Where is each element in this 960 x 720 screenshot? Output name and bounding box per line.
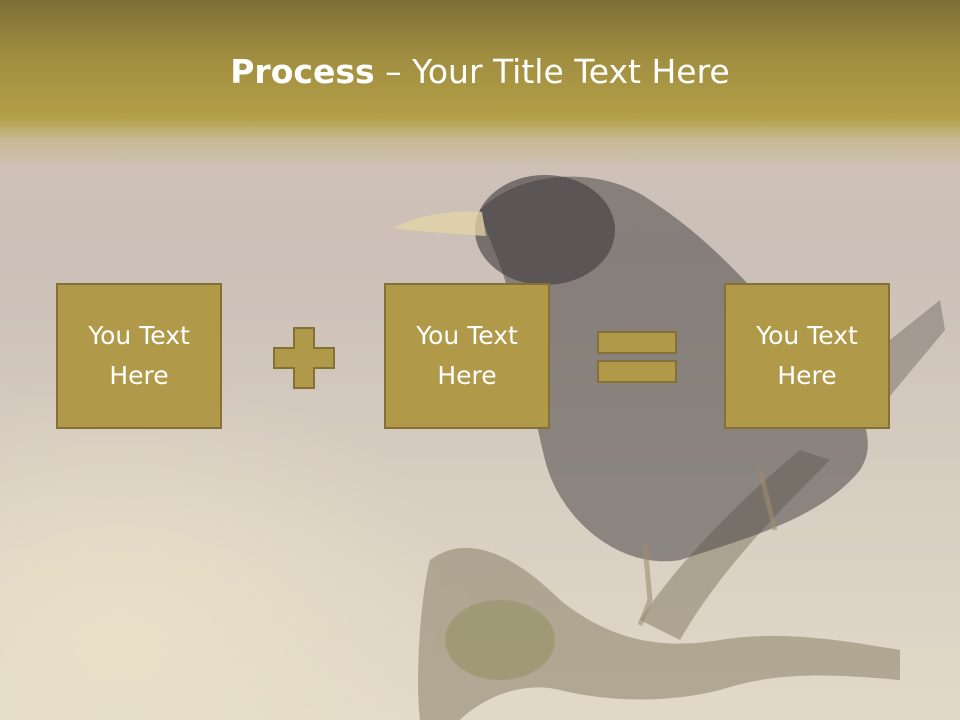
plus-icon: [273, 327, 335, 389]
process-box-1-text: You Text Here: [88, 321, 190, 390]
equals-icon: [597, 331, 677, 383]
title-bold: Process: [230, 52, 375, 91]
process-box-2-text: You Text Here: [416, 321, 518, 390]
title-rest: – Your Title Text Here: [374, 52, 730, 91]
slide-title: Process – Your Title Text Here: [0, 52, 960, 91]
title-band: [0, 0, 960, 170]
process-box-2[interactable]: You Text Here: [384, 283, 550, 429]
process-box-3[interactable]: You Text Here: [724, 283, 890, 429]
process-box-3-text: You Text Here: [756, 321, 858, 390]
process-box-1[interactable]: You Text Here: [56, 283, 222, 429]
